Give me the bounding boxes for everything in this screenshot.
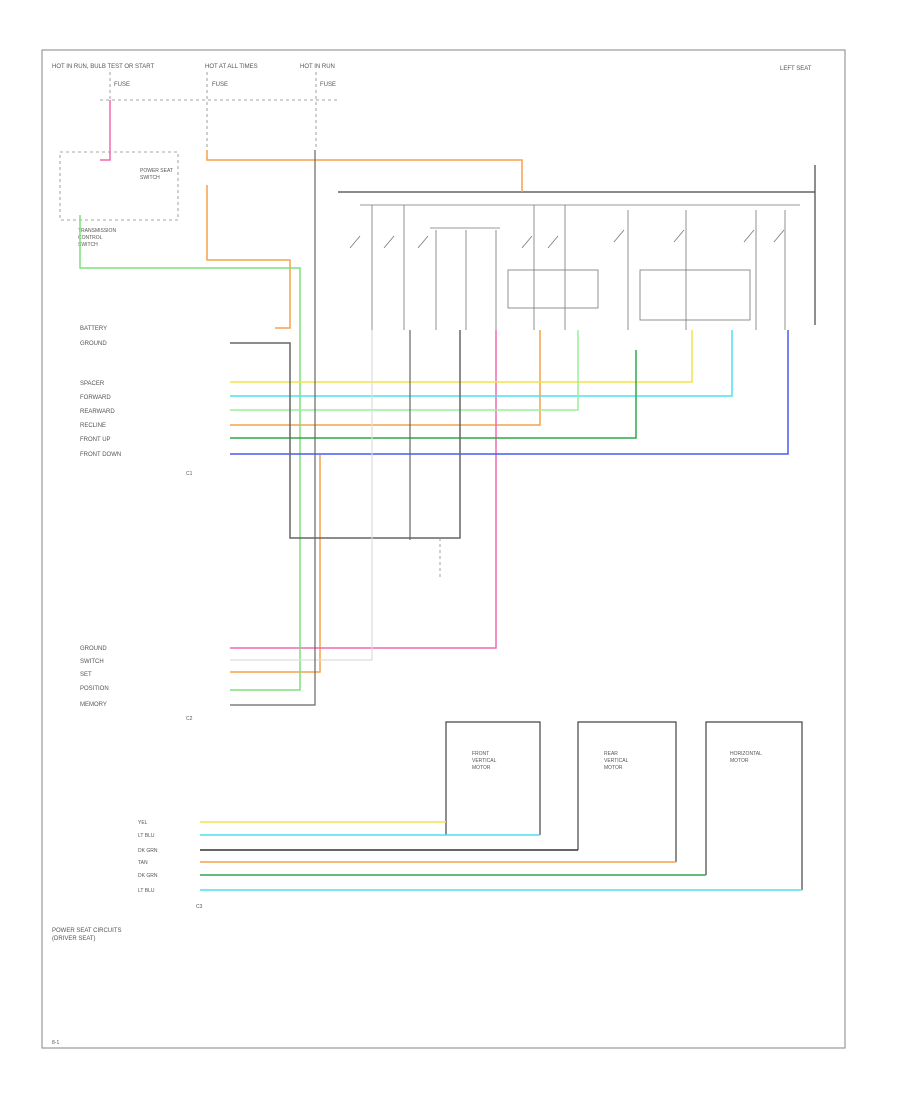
lower-connector: GROUND SWITCH SET POSITION MEMORY C2: [80, 646, 193, 722]
switch-contacts: [349, 205, 786, 330]
motor-2-line-1: REAR: [604, 751, 618, 757]
upper-connector-row-rearward: REARWARD: [80, 409, 115, 415]
yellow-wire: [230, 330, 693, 383]
upper-connector-id: C1: [186, 471, 193, 477]
header-right-text: HOT IN RUN: [300, 64, 335, 70]
gray-wire-position: [230, 150, 316, 706]
module-name-line-1: POWER SEAT: [140, 168, 173, 174]
fuse-label-3: FUSE: [320, 82, 336, 88]
fuse-label-1: FUSE: [114, 82, 130, 88]
motor-3: HORIZONTAL MOTOR: [705, 721, 803, 890]
lower-connector-row-position: POSITION: [80, 686, 109, 692]
motor-1-line-2: VERTICAL: [472, 758, 497, 764]
motor-2-line-2: VERTICAL: [604, 758, 629, 764]
header-mid-text: HOT AT ALL TIMES: [205, 64, 258, 70]
module-box: [59, 151, 179, 221]
pink-wire: [100, 100, 111, 161]
footer-line-2: (DRIVER SEAT): [52, 936, 96, 942]
upper-connector-row-battery: BATTERY: [80, 326, 107, 332]
right-connector: YEL LT BLU DK GRN TAN DK GRN LT BLU C3: [138, 820, 203, 910]
pink-wire-lower: [230, 330, 497, 649]
lower-connector-row-ground: GROUND: [80, 646, 107, 652]
right-pin-1: YEL: [138, 820, 148, 826]
gray-wire: [230, 330, 461, 539]
green-wire: [79, 215, 301, 691]
right-pin-6: LT BLU: [138, 888, 155, 894]
lower-connector-row-switch: SWITCH: [80, 659, 104, 665]
white-wire: [230, 330, 373, 661]
upper-connector: BATTERY GROUND SPACER FORWARD REARWARD R…: [80, 326, 193, 477]
lower-connector-id: C2: [186, 716, 193, 722]
dark-green-wire: [230, 350, 637, 439]
upper-connector-row-front-up: FRONT UP: [80, 437, 111, 443]
upper-connector-row-forward: FORWARD: [80, 395, 111, 401]
right-connector-id: C3: [196, 904, 203, 910]
module-caption-line-3: SWITCH: [78, 242, 98, 248]
lower-connector-row-set: SET: [80, 672, 92, 678]
motor-1-line-1: FRONT: [472, 751, 489, 757]
motor-3-line-2: MOTOR: [730, 758, 749, 764]
light-green-wire: [230, 330, 579, 411]
right-pin-5: DK GRN: [138, 873, 158, 879]
diagram-frame: [41, 49, 846, 1049]
orange-wire: [206, 150, 541, 673]
page-ref: 8-1: [52, 1040, 59, 1046]
motor-2: REAR VERTICAL MOTOR: [577, 721, 677, 862]
motor-1-line-3: MOTOR: [472, 765, 491, 771]
module-caption-line-2: CONTROL: [78, 235, 103, 241]
right-pin-2: LT BLU: [138, 833, 155, 839]
upper-connector-row-spacer: SPACER: [80, 381, 105, 387]
right-pin-3: DK GRN: [138, 848, 158, 854]
header-left-text: HOT IN RUN, BULB TEST OR START: [52, 64, 154, 70]
header-corner-label: LEFT SEAT: [780, 66, 812, 72]
upper-connector-row-ground: GROUND: [80, 341, 107, 347]
footer-line-1: POWER SEAT CIRCUITS: [52, 928, 121, 934]
right-pin-4: TAN: [138, 860, 148, 866]
fuse-label-2: FUSE: [212, 82, 228, 88]
upper-connector-row-recline: RECLINE: [80, 423, 106, 429]
cyan-wire: [230, 330, 733, 397]
module-name-line-2: SWITCH: [140, 175, 160, 181]
motor-3-line-1: HORIZONTAL: [730, 751, 762, 757]
blue-wire: [230, 330, 789, 455]
lower-connector-row-memory: MEMORY: [80, 702, 107, 708]
motor-2-line-3: MOTOR: [604, 765, 623, 771]
motor-1: FRONT VERTICAL MOTOR: [445, 721, 541, 835]
upper-connector-row-front-down: FRONT DOWN: [80, 452, 121, 458]
module-caption-line-1: TRANSMISSION: [78, 228, 116, 234]
